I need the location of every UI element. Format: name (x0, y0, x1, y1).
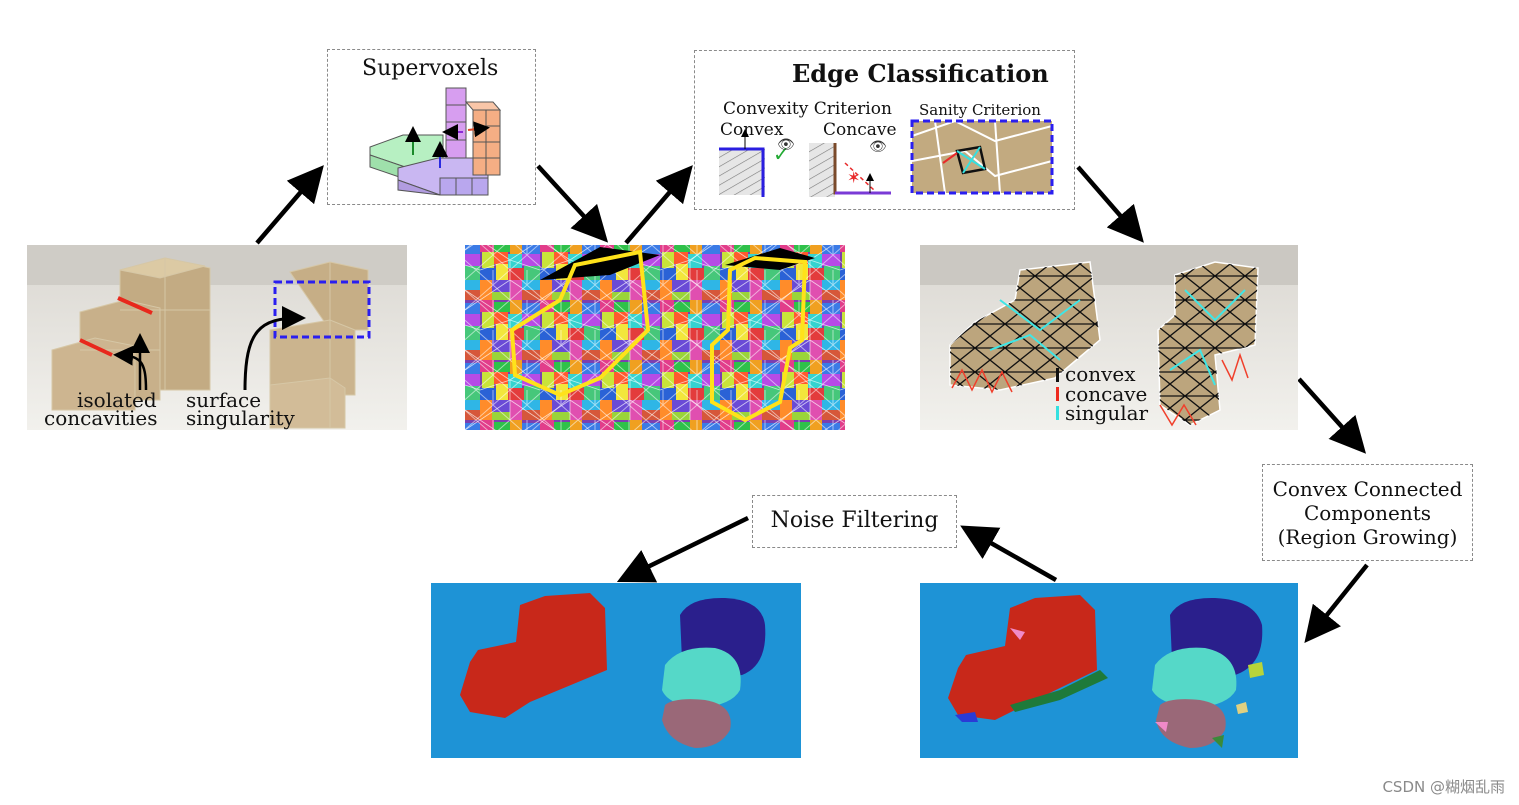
photo-input-panel (27, 245, 407, 430)
isolated-label-line1: isolated (77, 388, 157, 412)
surface-label-line2: singularity (186, 406, 295, 430)
segment-cyan-left (662, 647, 741, 708)
singularity-highlight-box (273, 280, 371, 339)
convex-label: Convex (720, 120, 784, 140)
edge-classification-box: Edge Classification Convexity Criterion … (694, 50, 1075, 210)
supervoxels-box: Supervoxels (327, 49, 536, 205)
convex-connected-components-box: Convex Connected Components (Region Grow… (1262, 464, 1473, 561)
segment-red-right (948, 595, 1097, 720)
arrow-noise-to-filtered (616, 515, 749, 583)
surface-label-line1: surface (186, 388, 262, 412)
svg-text:👁: 👁 (777, 137, 795, 153)
arrow-cc-to-result (1304, 563, 1369, 644)
concave-label: Concave (823, 120, 897, 140)
svg-text:👁: 👁 (869, 139, 887, 155)
criterion-illustrations: ✓ 👁 ✶ 👁 (719, 119, 1054, 197)
arrow-photo-to-supervoxels (255, 165, 324, 245)
isolated-label-line2: concavities (44, 406, 158, 430)
filtered-result-panel (431, 583, 801, 758)
right-tower-cubes (269, 261, 369, 429)
svg-text:✶: ✶ (847, 168, 860, 187)
watermark: CSDN @糊烟乱雨 (1382, 778, 1505, 796)
singularity-pointer-arrow (243, 306, 306, 391)
object-outline-left (509, 249, 651, 398)
convexity-criterion-label: Convexity Criterion (723, 99, 892, 119)
legend-swatch-convex (1056, 368, 1059, 382)
arrow-edge-to-mesh (1076, 165, 1144, 243)
isolated-pointer-arrow-2 (113, 345, 148, 391)
legend-swatch-concave (1056, 387, 1059, 401)
sanity-criterion-label: Sanity Criterion (919, 101, 1041, 119)
arrow-mesh-to-cc (1297, 377, 1367, 454)
arrow-supervoxels-to-segmentation (536, 164, 609, 243)
segment-mauve-left (662, 699, 731, 748)
legend-convex: convex (1065, 362, 1136, 386)
legend-concave: concave (1065, 382, 1148, 406)
noise-filtering-box: Noise Filtering (752, 495, 957, 548)
segment-cyan-right (1152, 647, 1237, 708)
arrow-result-to-noise (960, 525, 1058, 582)
object-outline-right (710, 255, 808, 423)
classified-mesh-panel (920, 245, 1298, 430)
concavity-mark-lower (79, 338, 113, 357)
noise-filtering-label: Noise Filtering (770, 508, 939, 533)
flow-arrows (255, 164, 1369, 644)
cc-line2: Components (1303, 501, 1432, 525)
segment-red-left (460, 593, 607, 718)
arrow-segmentation-to-edge (624, 165, 693, 245)
segment-mauve-right (1156, 699, 1226, 748)
edge-classification-title: Edge Classification (792, 59, 1049, 88)
supervoxel-segmentation-panel (465, 245, 845, 430)
supervoxel-cubes-illustration (369, 87, 502, 196)
legend-singular: singular (1065, 401, 1149, 425)
concavity-mark-upper (117, 296, 153, 315)
svg-text:✓: ✓ (773, 142, 790, 166)
legend-swatch-singular (1056, 406, 1059, 420)
cc-line3: (Region Growing) (1277, 525, 1458, 549)
raw-result-panel (920, 583, 1298, 758)
supervoxels-title: Supervoxels (362, 56, 499, 81)
cc-line1: Convex Connected (1272, 477, 1463, 501)
